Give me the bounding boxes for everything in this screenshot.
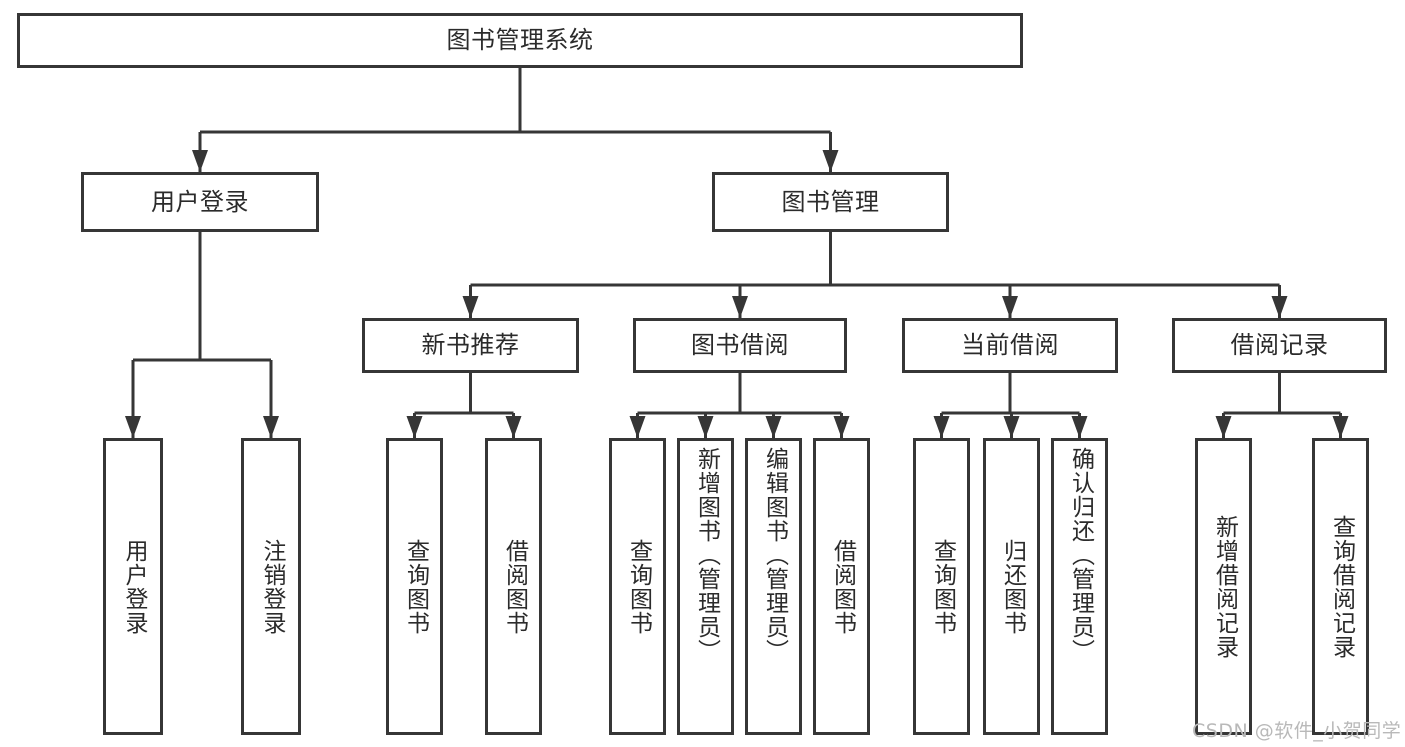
node-label: 图书管理 [781,187,880,216]
node-l_bor_3[interactable]: 编辑图书（管理员） [745,438,802,735]
node-label: 借阅图书 [501,538,528,635]
node-l_new_2[interactable]: 借阅图书 [485,438,542,735]
node-login[interactable]: 用户登录 [81,172,319,232]
node-l_bor_1[interactable]: 查询图书 [609,438,666,735]
node-label: 新增借阅记录 [1211,514,1238,659]
arrowhead-icon [765,416,782,438]
arrowhead-icon [697,416,714,438]
node-root[interactable]: 图书管理系统 [17,13,1023,68]
node-label: 确认归还（管理员） [1067,447,1094,663]
node-newbook[interactable]: 新书推荐 [362,318,579,373]
node-label: 查询图书 [402,538,429,635]
arrowhead-icon [833,416,850,438]
node-records[interactable]: 借阅记录 [1172,318,1387,373]
node-l_new_1[interactable]: 查询图书 [386,438,443,735]
node-current[interactable]: 当前借阅 [902,318,1118,373]
node-l_cur_2[interactable]: 归还图书 [983,438,1040,735]
node-label: 图书借阅 [691,331,789,360]
node-l_bor_4[interactable]: 借阅图书 [813,438,870,735]
arrowhead-icon [125,416,141,438]
node-borrow[interactable]: 图书借阅 [633,318,847,373]
arrowhead-icon [263,416,279,438]
node-label: 查询借阅记录 [1328,514,1355,659]
node-label: 借阅图书 [829,538,856,635]
node-label: 图书管理系统 [446,26,594,55]
node-l_cur_3[interactable]: 确认归还（管理员） [1051,438,1108,735]
node-label: 新增图书（管理员） [693,447,720,663]
arrowhead-icon [629,416,646,438]
node-label: 借阅记录 [1230,331,1329,360]
node-label: 用户登录 [120,538,147,635]
node-label: 用户登录 [151,187,249,216]
arrowhead-icon [505,416,522,438]
node-label: 新书推荐 [421,331,520,360]
arrowhead-icon [1332,416,1349,438]
node-label: 查询图书 [929,538,956,635]
watermark-text: CSDN @软件_小贺同学 [1192,720,1402,742]
arrowhead-icon [732,296,748,318]
node-l_bor_2[interactable]: 新增图书（管理员） [677,438,734,735]
arrowhead-icon [1271,296,1288,318]
arrowhead-icon [462,296,479,318]
node-bookmgmt[interactable]: 图书管理 [712,172,949,232]
arrowhead-icon [1003,416,1020,438]
node-l_cur_1[interactable]: 查询图书 [913,438,970,735]
node-label: 注销登录 [258,538,285,635]
node-l_login_1[interactable]: 用户登录 [103,438,163,735]
node-label: 编辑图书（管理员） [761,447,788,663]
arrowhead-icon [1215,416,1232,438]
node-label: 归还图书 [999,538,1026,635]
node-label: 当前借阅 [961,331,1059,360]
node-label: 查询图书 [625,538,652,635]
node-l_rec_1[interactable]: 新增借阅记录 [1195,438,1252,735]
arrowhead-icon [406,416,423,438]
arrowhead-icon [822,150,839,172]
node-l_rec_2[interactable]: 查询借阅记录 [1312,438,1369,735]
arrowhead-icon [192,150,208,172]
arrowhead-icon [933,416,950,438]
arrowhead-icon [1002,296,1018,318]
node-l_login_2[interactable]: 注销登录 [241,438,301,735]
arrowhead-icon [1071,416,1088,438]
